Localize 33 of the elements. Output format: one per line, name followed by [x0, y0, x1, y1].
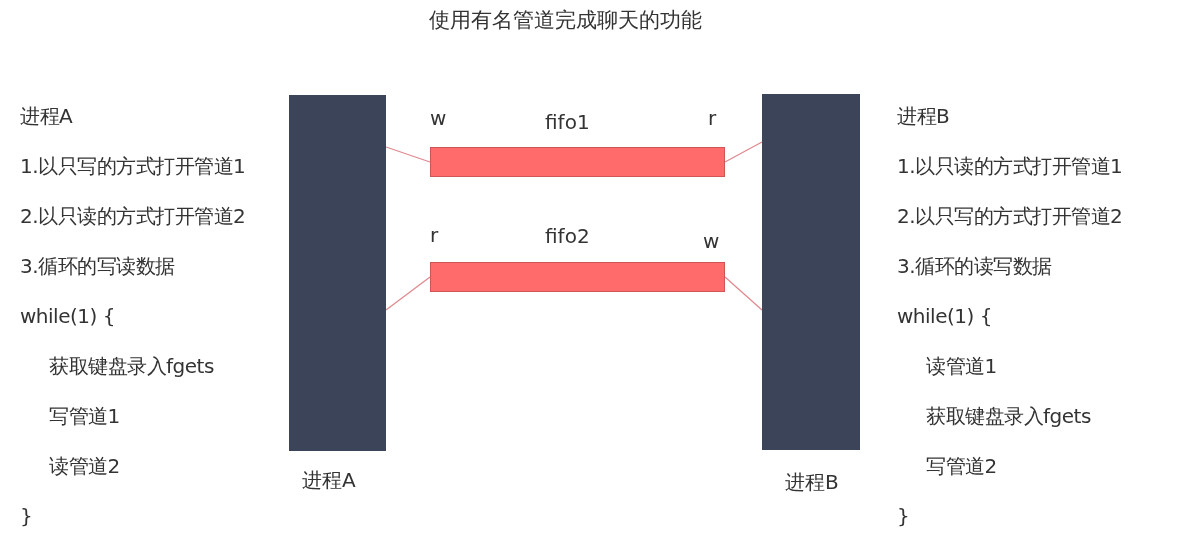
code-line: while(1) {	[20, 306, 115, 326]
connector-line	[385, 276, 431, 311]
connector-line	[385, 146, 431, 163]
code-line: 写管道1	[49, 406, 120, 426]
code-line: 获取键盘录入fgets	[926, 406, 1091, 426]
process-label: 进程B	[785, 472, 839, 492]
code-line: 获取键盘录入fgets	[49, 356, 214, 376]
access-mode-label: w	[703, 231, 720, 251]
code-line: while(1) {	[897, 306, 992, 326]
process-heading: 进程B	[897, 106, 950, 126]
code-line: 读管道2	[49, 456, 120, 476]
code-line: }	[897, 506, 910, 526]
connector-line	[724, 276, 763, 311]
pipe-name: fifo1	[545, 112, 590, 132]
step-text: 2.以只写的方式打开管道2	[897, 206, 1123, 226]
step-text: 1.以只读的方式打开管道1	[897, 156, 1123, 176]
step-text: 2.以只读的方式打开管道2	[20, 206, 246, 226]
step-text: 3.循环的写读数据	[20, 256, 175, 276]
code-line: 写管道2	[926, 456, 997, 476]
process-bar	[762, 94, 860, 450]
connector-line	[724, 141, 763, 163]
access-mode-label: r	[708, 108, 717, 128]
code-line: }	[20, 506, 33, 526]
access-mode-label: r	[430, 225, 439, 245]
process-bar	[289, 95, 386, 451]
step-text: 3.循环的读写数据	[897, 256, 1052, 276]
title: 使用有名管道完成聊天的功能	[427, 10, 703, 31]
code-line: 读管道1	[926, 356, 997, 376]
process-heading: 进程A	[20, 106, 73, 126]
pipe-name: fifo2	[545, 226, 590, 246]
process-label: 进程A	[302, 470, 356, 490]
step-text: 1.以只写的方式打开管道1	[20, 156, 246, 176]
access-mode-label: w	[430, 108, 447, 128]
